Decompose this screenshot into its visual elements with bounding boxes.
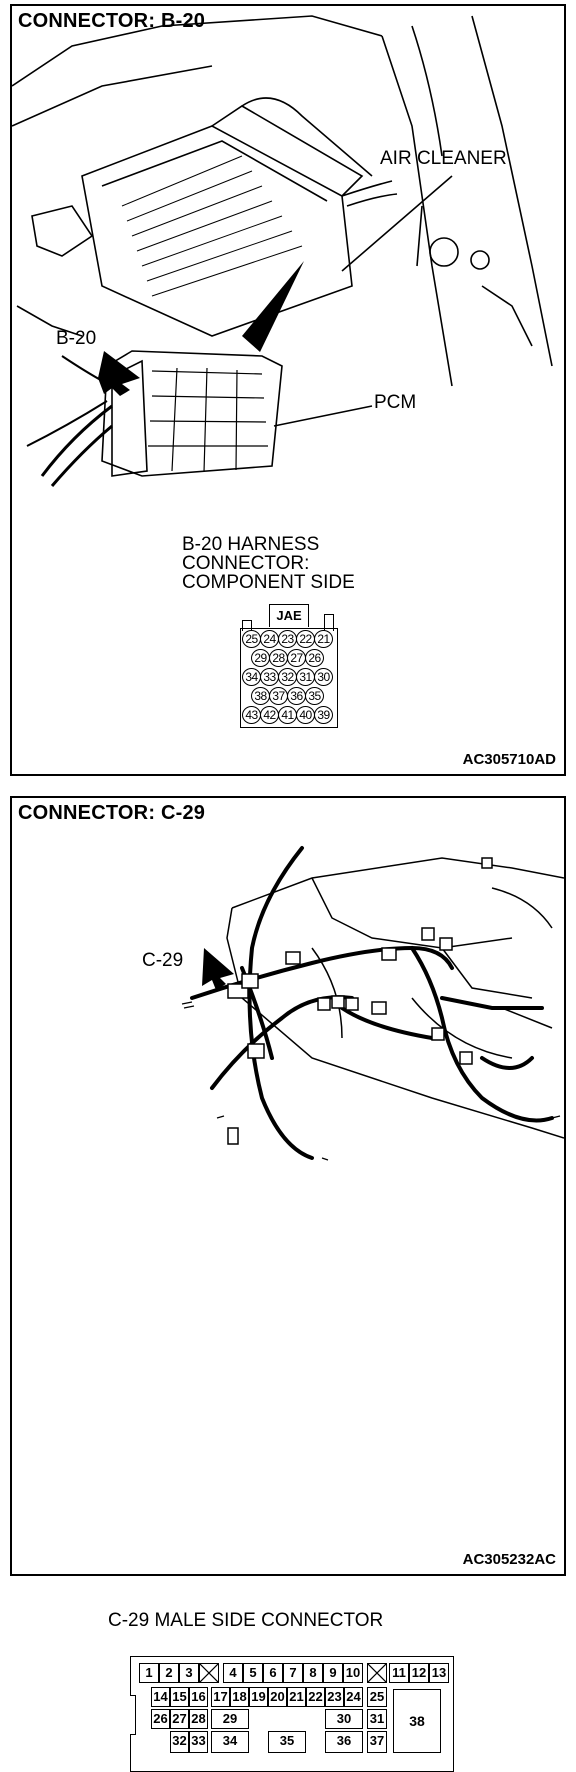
pin: 26 (151, 1709, 170, 1729)
pin: 23 (325, 1687, 344, 1707)
pin: 21 (314, 630, 333, 648)
pin: 43 (242, 706, 261, 724)
pin: 22 (296, 630, 315, 648)
pin: 36 (325, 1731, 363, 1753)
pin: 26 (305, 649, 324, 667)
air-cleaner-label: AIR CLEANER (380, 148, 507, 169)
pin: 29 (251, 649, 270, 667)
pin: 14 (151, 1687, 170, 1707)
pin: 25 (367, 1687, 387, 1707)
pin: 13 (429, 1663, 449, 1683)
pin-row: 34 33 32 31 30 (242, 668, 333, 686)
pin: 35 (305, 687, 324, 705)
pin: 32 (170, 1731, 189, 1753)
pin-row: 25 24 23 22 21 (242, 630, 333, 648)
pin: 28 (189, 1709, 208, 1729)
b20-callout-label: B-20 (56, 328, 97, 349)
pin: 30 (314, 668, 333, 686)
pin: 10 (343, 1663, 363, 1683)
pin: 32 (278, 668, 297, 686)
pin: 22 (306, 1687, 325, 1707)
pin-row: 43 42 41 40 39 (242, 706, 333, 724)
blank-position (367, 1663, 387, 1683)
pin: 41 (278, 706, 297, 724)
pin: 34 (211, 1731, 249, 1753)
pin: 27 (287, 649, 306, 667)
jae-connector-pinout: JAE 25 24 23 22 21 29 28 27 26 34 33 32 … (230, 602, 346, 730)
blank-position (199, 1663, 219, 1683)
pin: 7 (283, 1663, 303, 1683)
pin: 3 (179, 1663, 199, 1683)
figure-code: AC305232AC (462, 1551, 556, 1568)
pin: 5 (243, 1663, 263, 1683)
pin-row: 29 28 27 26 (251, 649, 324, 667)
pin: 40 (296, 706, 315, 724)
pin: 37 (269, 687, 288, 705)
pin: 2 (159, 1663, 179, 1683)
pin: 30 (325, 1709, 363, 1729)
c29-connector-title: C-29 MALE SIDE CONNECTOR (108, 1610, 384, 1631)
pin: 11 (389, 1663, 409, 1683)
pin: 33 (260, 668, 279, 686)
connector-b20-panel: CONNECTOR: B-20 (10, 4, 566, 776)
pin: 35 (268, 1731, 306, 1753)
pin: 42 (260, 706, 279, 724)
pin: 23 (278, 630, 297, 648)
pin: 6 (263, 1663, 283, 1683)
pin: 34 (242, 668, 261, 686)
pin: 25 (242, 630, 261, 648)
harness-title-line: COMPONENT SIDE (182, 572, 355, 593)
c29-callout-label: C-29 (142, 950, 184, 971)
pin: 21 (287, 1687, 306, 1707)
pin: 17 (211, 1687, 230, 1707)
pin: 39 (314, 706, 333, 724)
harness-title-line: CONNECTOR: (182, 553, 310, 574)
connector-latch (242, 620, 252, 631)
pin: 36 (287, 687, 306, 705)
pin-large: 38 (393, 1689, 441, 1753)
pin: 31 (367, 1709, 387, 1729)
engine-bay-illustration (12, 15, 553, 487)
pin: 24 (260, 630, 279, 648)
pin: 38 (251, 687, 270, 705)
pin: 24 (344, 1687, 363, 1707)
figure-code: AC305710AD (462, 751, 556, 768)
pin: 16 (189, 1687, 208, 1707)
connector-tag: JAE (269, 604, 309, 627)
pin: 28 (269, 649, 288, 667)
pcm-label: PCM (374, 392, 417, 413)
connector-latch (130, 1695, 136, 1735)
pin: 8 (303, 1663, 323, 1683)
pin: 15 (170, 1687, 189, 1707)
pin: 20 (268, 1687, 287, 1707)
pin: 31 (296, 668, 315, 686)
pin: 4 (223, 1663, 243, 1683)
pin: 1 (139, 1663, 159, 1683)
connector-latch (324, 614, 334, 631)
pin: 37 (367, 1731, 387, 1753)
connector-c29-panel: CONNECTOR: C-29 (10, 796, 566, 1772)
dashboard-harness-illustration (181, 846, 564, 1161)
pin: 33 (189, 1731, 208, 1753)
connector-housing (240, 628, 338, 728)
c29-connector-pinout: 1 2 3 4 5 6 7 8 9 10 11 12 13 14 15 16 1… (130, 1656, 454, 1772)
pin-row: 38 37 36 35 (251, 687, 324, 705)
harness-connector-title: B-20 HARNESS CONNECTOR: COMPONENT SIDE (182, 535, 355, 592)
pin: 29 (211, 1709, 249, 1729)
pin: 27 (170, 1709, 189, 1729)
pin: 9 (323, 1663, 343, 1683)
pin: 12 (409, 1663, 429, 1683)
pin: 19 (249, 1687, 268, 1707)
harness-title-line: B-20 HARNESS (182, 534, 320, 555)
panel-title: CONNECTOR: C-29 (18, 802, 206, 824)
pin: 18 (230, 1687, 249, 1707)
